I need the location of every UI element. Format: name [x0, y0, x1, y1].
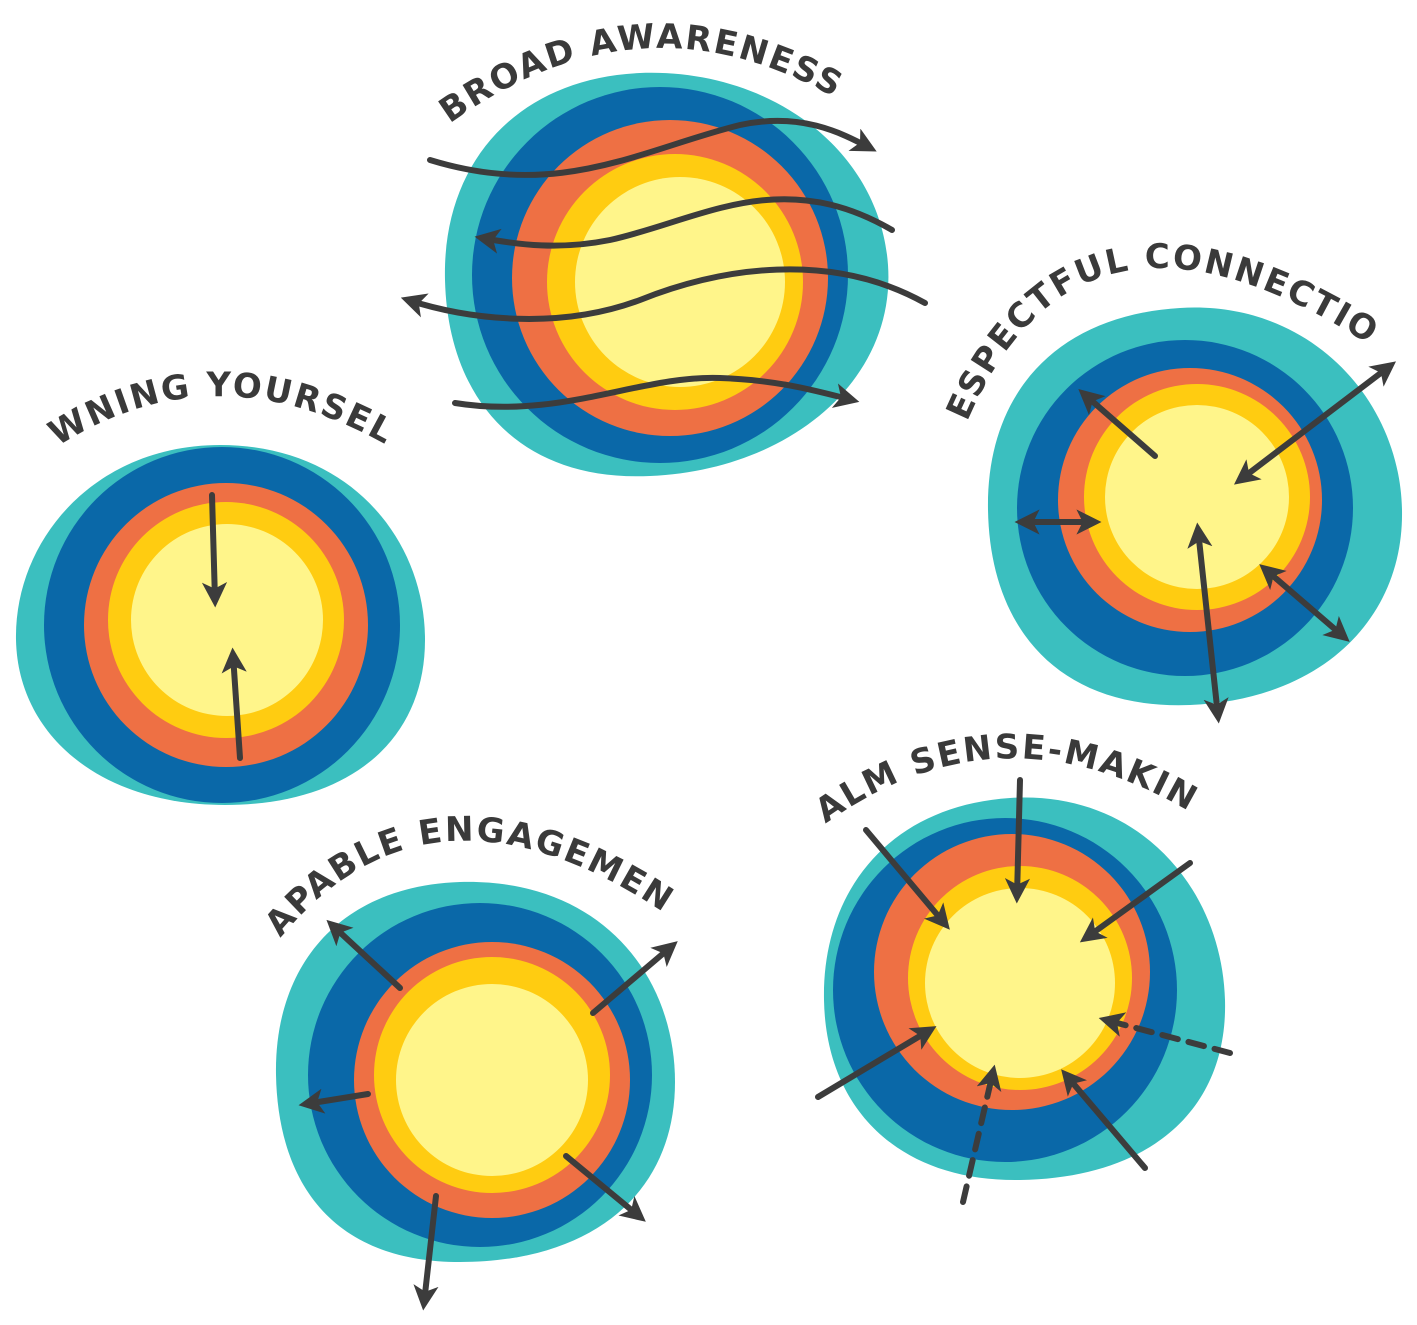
arrow-in-top	[1004, 777, 1031, 904]
arrow-to-upper-left	[1078, 389, 1158, 459]
arrow-double-lower-right	[1259, 564, 1350, 642]
arrow-double-down	[1187, 522, 1229, 724]
arrow-in-upper-left	[863, 827, 950, 930]
wave-arrow-left-upper	[474, 196, 895, 254]
arrow-in-upper-right	[1079, 860, 1193, 943]
wave-arrow-left-lower	[400, 266, 928, 322]
respectful-connection-rings-icon	[987, 307, 1403, 706]
arrow-double-upper-right	[1233, 361, 1397, 485]
calm-sense-making-arrows	[815, 777, 1233, 1205]
capable-engagement-arrows	[298, 919, 678, 1311]
wave-arrow-right-top	[427, 117, 877, 178]
arrow-out-upper-left	[326, 919, 403, 991]
broad-awareness-group: BROAD AWARENESS	[400, 17, 928, 477]
arrow-up-to-center	[221, 647, 247, 761]
respectful-connection-arrows	[1014, 361, 1397, 724]
arrow-in-lower-right	[1061, 1069, 1148, 1171]
arrow-down-to-center	[201, 492, 228, 608]
arrow-dashed-from-below	[960, 1064, 1002, 1205]
owning-yourself-rings-icon	[15, 445, 426, 805]
owning-yourself-arrows	[201, 492, 247, 761]
arrow-dashed-from-right	[1098, 1012, 1233, 1056]
broad-awareness-rings-icon	[444, 72, 889, 477]
capable-engagement-rings-icon	[275, 881, 675, 1262]
arrow-in-left	[815, 1026, 937, 1100]
arrow-out-left	[298, 1088, 371, 1114]
broad-awareness-arrows	[400, 117, 928, 410]
arrow-out-upper-right	[590, 941, 678, 1016]
arrow-out-lower-right	[563, 1153, 646, 1222]
arrow-out-down	[413, 1193, 439, 1311]
wave-arrow-right-bottom	[452, 374, 860, 410]
